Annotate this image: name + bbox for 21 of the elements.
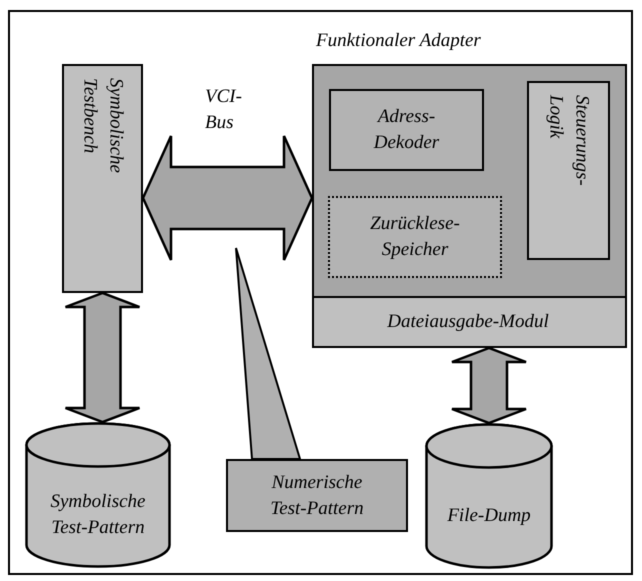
database-cylinder <box>25 422 171 568</box>
box-label: Numerische Test-Pattern <box>269 470 365 520</box>
box-label: Symbolische Testbench <box>78 78 128 175</box>
box-heading: Funktionaler Adapter <box>316 29 481 53</box>
module-box <box>328 196 502 278</box>
box-label: File-Dump <box>446 504 532 528</box>
process-box <box>62 64 143 293</box>
box-label: Steuerungs-Logik <box>544 95 594 188</box>
process-box <box>527 81 610 260</box>
double-arrow <box>64 292 141 424</box>
double-arrow <box>142 134 314 262</box>
callout-pointer <box>235 247 302 460</box>
box-label: Adress-Dekoder <box>372 105 440 155</box>
double-arrow <box>450 346 528 424</box>
module-band <box>312 296 627 348</box>
callout-box <box>226 459 408 532</box>
module-box <box>329 89 484 171</box>
box-label: Symbolische Test-Pattern <box>50 490 146 540</box>
box-label: Dateiausgabe-Modul <box>386 310 550 334</box>
box-label: Zurücklese-Speicher <box>369 212 461 262</box>
database-cylinder <box>425 423 553 569</box>
